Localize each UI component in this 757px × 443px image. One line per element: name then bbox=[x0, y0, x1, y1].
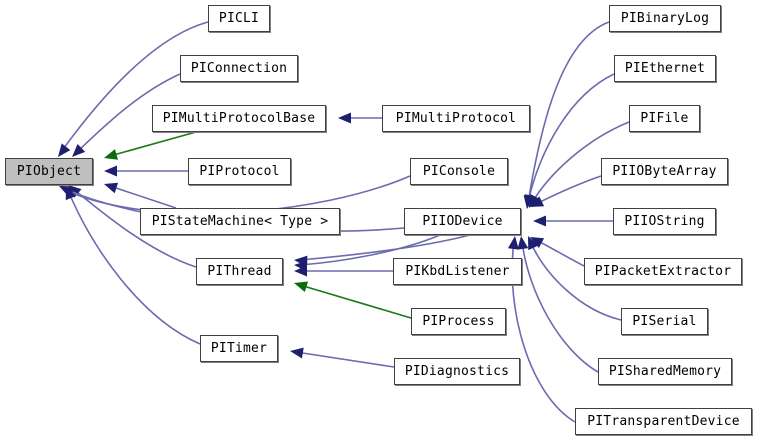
edge-pitimer-piobject bbox=[67, 189, 201, 345]
edge-piiobytearray-piiodevice bbox=[535, 175, 602, 205]
edge-pitimer-piobject-arrowhead bbox=[65, 186, 76, 201]
class-node-piiobytearray[interactable]: PIIOByteArray bbox=[601, 158, 728, 185]
edge-pistatemachine-piobject bbox=[109, 185, 177, 209]
edge-pipacketextractor-piiodevice bbox=[535, 239, 585, 267]
edge-pifile-piiodevice bbox=[531, 121, 630, 204]
edge-piiobytearray-piiodevice-arrowhead bbox=[530, 196, 545, 207]
edge-pidiagnostics-pitimer bbox=[295, 351, 395, 368]
edge-piprocess-pithread-arrowhead bbox=[294, 281, 309, 293]
edge-piethernet-piiodevice bbox=[527, 73, 615, 203]
class-node-piprotocol[interactable]: PIProtocol bbox=[188, 158, 291, 185]
edge-pisharedmemory-piiodevice-arrowhead bbox=[517, 236, 529, 250]
class-node-pidiagnostics[interactable]: PIDiagnostics bbox=[394, 358, 520, 385]
class-node-pistatemachine[interactable]: PIStateMachine< Type > bbox=[140, 208, 340, 235]
edge-picli-piobject-arrowhead bbox=[58, 143, 71, 157]
class-node-piiodevice[interactable]: PIIODevice bbox=[404, 208, 521, 235]
class-node-piserial[interactable]: PISerial bbox=[621, 308, 708, 335]
class-node-pikbdlistener[interactable]: PIKbdListener bbox=[393, 258, 522, 285]
class-node-pimultiprotocolbase[interactable]: PIMultiProtocolBase bbox=[152, 105, 326, 132]
class-node-piconsole[interactable]: PIConsole bbox=[410, 158, 508, 185]
class-node-pitimer[interactable]: PITimer bbox=[200, 335, 278, 362]
edge-piiodevice-pithread2 bbox=[299, 234, 471, 261]
class-node-pisharedmemory[interactable]: PISharedMemory bbox=[598, 358, 732, 385]
edge-pistatemachine-piobject-arrowhead bbox=[104, 182, 119, 194]
class-node-piprocess[interactable]: PIProcess bbox=[411, 308, 506, 335]
edge-piprotocol-piobject-arrowhead bbox=[104, 165, 117, 177]
edge-piprocess-pithread bbox=[299, 284, 412, 319]
class-node-piobject[interactable]: PIObject bbox=[5, 158, 93, 185]
class-node-piethernet[interactable]: PIEthernet bbox=[614, 55, 716, 82]
edge-piiodevice-pithread bbox=[299, 234, 441, 266]
class-node-picli[interactable]: PICLI bbox=[208, 5, 270, 32]
edge-pitransparentdevice-device-arrowhead bbox=[507, 236, 519, 250]
edge-pibinarylog-piiodevice bbox=[527, 21, 610, 204]
edge-pimultiprotocolbase-piobject bbox=[109, 131, 197, 157]
edge-piserial-piiodevice bbox=[529, 240, 622, 321]
edge-picli-piobject bbox=[60, 21, 209, 153]
class-node-pitransparentdevice[interactable]: PITransparentDevice bbox=[575, 408, 752, 435]
class-node-piiostring[interactable]: PIIOString bbox=[613, 208, 716, 235]
class-node-pipacketextractor[interactable]: PIPacketExtractor bbox=[584, 258, 742, 285]
edge-pidiagnostics-pitimer-arrowhead bbox=[290, 347, 304, 359]
class-node-piconnection[interactable]: PIConnection bbox=[180, 55, 298, 82]
edge-piconnection-piobject-arrowhead bbox=[72, 144, 86, 157]
edge-pimultiprotocol-base-arrowhead bbox=[338, 112, 351, 124]
edge-piserial-piiodevice-arrowhead bbox=[528, 236, 539, 251]
class-node-pifile[interactable]: PIFile bbox=[629, 105, 700, 132]
edge-piiodevice-pithread2-arrowhead bbox=[294, 255, 308, 267]
edge-piconnection-piobject bbox=[75, 73, 181, 154]
edge-pifile-piiodevice-arrowhead bbox=[529, 193, 540, 208]
class-node-pithread[interactable]: PIThread bbox=[196, 258, 283, 285]
edge-pimultiprotocolbase-piobject-arrowhead bbox=[104, 149, 119, 160]
edge-pisharedmemory-piiodevice bbox=[521, 240, 599, 373]
class-node-pibinarylog[interactable]: PIBinaryLog bbox=[609, 5, 721, 32]
class-node-pimultiprotocol[interactable]: PIMultiProtocol bbox=[382, 105, 530, 132]
edge-pipacketextractor-piiodevice-arrowhead bbox=[530, 237, 545, 248]
edge-piiostring-piiodevice-arrowhead bbox=[533, 215, 546, 227]
